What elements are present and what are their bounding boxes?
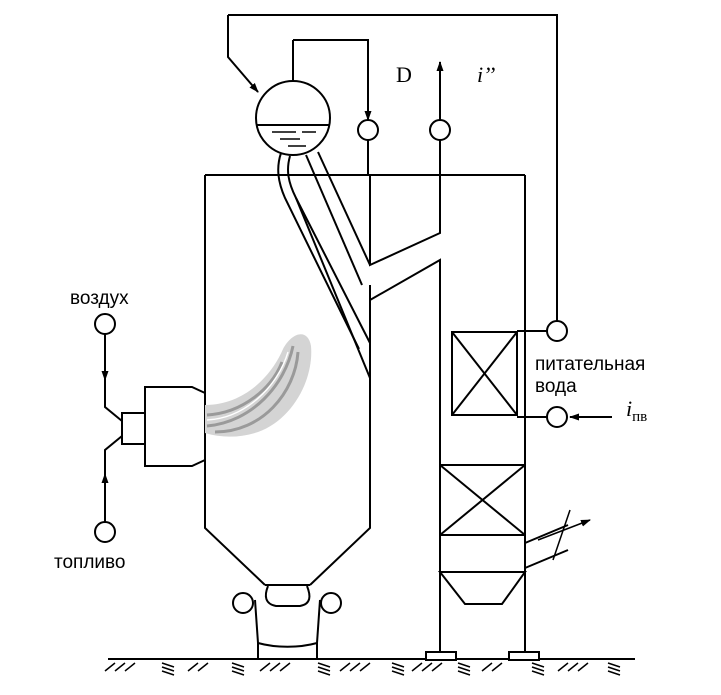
steam-flow-label: D: [396, 62, 412, 87]
feed-water-label-line2: вода: [535, 376, 577, 397]
drum: [255, 40, 331, 156]
air-heater: [439, 464, 526, 536]
air-label: воздух: [70, 288, 129, 309]
downcomer-tubes: [277, 151, 371, 379]
ash-hopper: [232, 584, 342, 659]
feed-enthalpy-gauge: [546, 406, 568, 428]
feed-enthalpy-label: iпв: [626, 396, 647, 425]
furnace: [204, 174, 525, 586]
air-gauge: [94, 313, 116, 335]
ash-left-gauge: [232, 592, 254, 614]
burner: [104, 385, 206, 470]
steam-flow-gauge: [357, 119, 379, 141]
ash-right-gauge: [320, 592, 342, 614]
shaft-left-foot: [425, 651, 457, 661]
convective-shaft: [369, 175, 540, 661]
flue-gas-outlet: [524, 509, 591, 569]
fuel-label: топливо: [54, 552, 126, 573]
fuel-gauge: [94, 521, 116, 543]
feed-water-gauge: [546, 320, 568, 342]
ground: [104, 658, 635, 676]
steam-enthalpy-gauge: [429, 119, 451, 141]
steam-enthalpy-label: i’’: [477, 62, 495, 87]
shaft-right-foot: [508, 651, 540, 661]
drum-pipes: [227, 14, 558, 321]
economizer: [451, 331, 518, 416]
flame: [205, 334, 312, 437]
feed-water-label-line1: питательная: [535, 354, 645, 375]
ground-hatching: [104, 662, 621, 676]
